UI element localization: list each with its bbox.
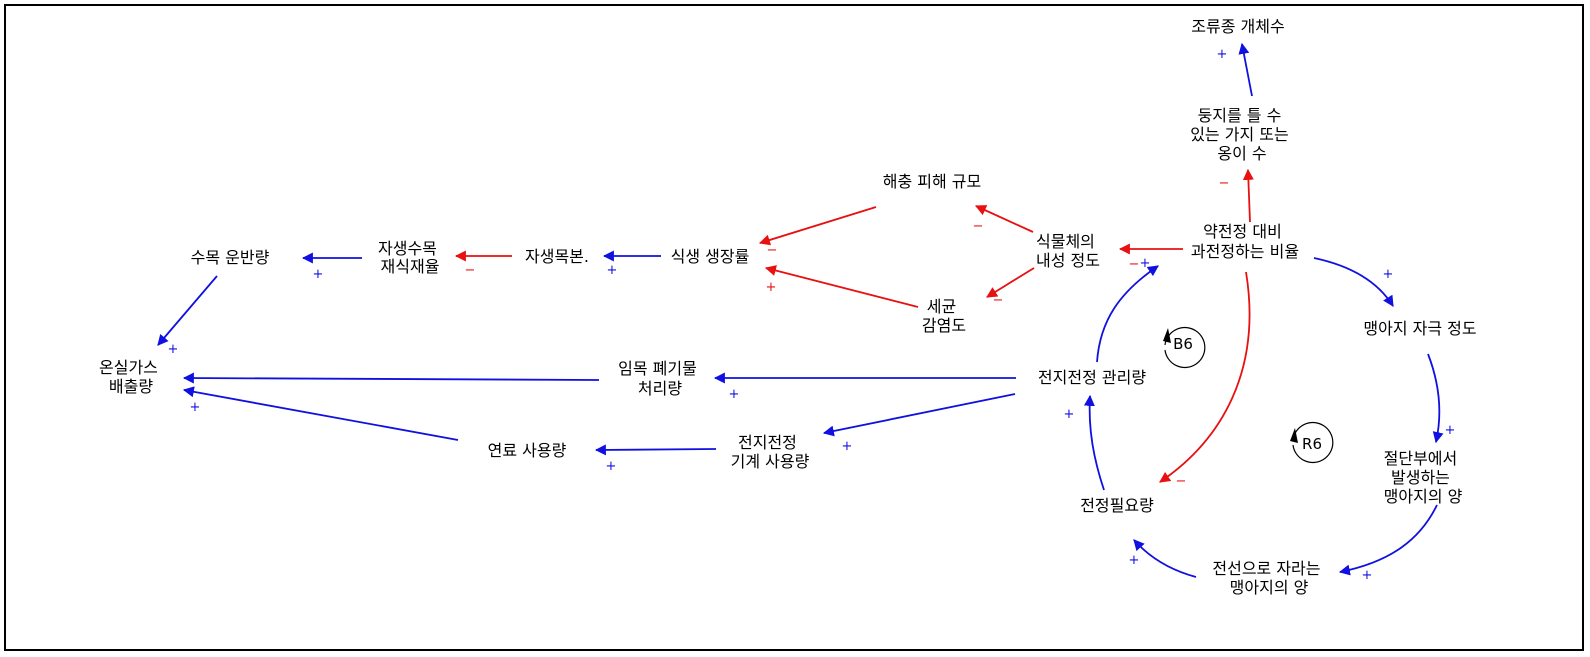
sign-cut-wire: +	[1362, 568, 1373, 583]
loop-marker-b6: B6	[1163, 326, 1206, 369]
link-tolerance-to-pest	[974, 205, 1034, 233]
link-ratio-to-need	[1159, 271, 1251, 483]
sign-machine-fuel: +	[606, 459, 617, 474]
sign-mgmt-machine: +	[842, 439, 853, 454]
link-transport-to-ghg	[157, 275, 218, 346]
link-need-to-mgmt	[1083, 394, 1105, 491]
node-ghg-emission: 온실가스 배출량	[99, 358, 163, 396]
diagram-frame	[4, 4, 1584, 651]
node-machine-use: 전지전정 기계 사용량	[731, 433, 810, 471]
loop-label-b6: B6	[1173, 335, 1193, 353]
node-pest-damage: 해충 피해 규모	[883, 172, 982, 191]
sign-fuel-ghg: +	[190, 400, 201, 415]
sign-wire-need: +	[1129, 553, 1140, 568]
link-mgmt-to-machine	[822, 393, 1016, 437]
links	[157, 42, 1444, 578]
sign-tolerance-fungal: −	[993, 293, 1004, 308]
sign-mgmt-waste: +	[729, 387, 740, 402]
node-natural-replant: 자생수목 재식재율	[378, 239, 442, 276]
node-fungal-infection: 세균 감염도	[922, 297, 966, 335]
sign-transport-ghg: +	[168, 342, 179, 357]
link-ratio-to-nest	[1242, 168, 1254, 223]
nodes: 조류종 개체수 둥지를 틀 수 있는 가지 또는 옹이 수 해충 피해 규모 약…	[99, 17, 1477, 597]
node-fuel-use: 연료 사용량	[488, 441, 567, 460]
sign-replant-transport: +	[313, 267, 324, 282]
polarity-signs: + − − + − − − + + − + + + + + + + + + + …	[168, 47, 1456, 583]
sign-tolerance-pest: −	[973, 219, 984, 234]
link-pest-to-growth	[758, 206, 877, 246]
link-wire-to-need	[1133, 539, 1197, 578]
link-cut-to-wire	[1338, 504, 1438, 576]
node-vegetation-growth: 식생 생장률	[671, 247, 750, 266]
link-nest-to-bird	[1238, 42, 1253, 97]
link-stimulus-to-cut	[1427, 353, 1444, 444]
sign-ratio-tolerance: −	[1129, 257, 1140, 272]
sign-nest-bird: +	[1217, 47, 1228, 62]
sign-ratio-nest: −	[1219, 176, 1230, 191]
node-bird-species: 조류종 개체수	[1191, 17, 1284, 36]
link-tolerance-to-fungal	[986, 267, 1035, 298]
node-tree-transport: 수목 운반량	[191, 248, 270, 267]
sign-regrowth-replant: −	[465, 263, 476, 278]
node-plant-tolerance: 식물체의 내성 정도	[1036, 232, 1100, 270]
sign-fungal-growth: +	[766, 280, 777, 295]
node-pruning-need: 전정필요량	[1080, 496, 1154, 515]
sign-mgmt-ratio: +	[1140, 256, 1151, 271]
sign-ratio-stimulus: +	[1383, 267, 1394, 282]
link-waste-to-ghg	[182, 372, 600, 384]
sign-pest-growth: −	[767, 243, 778, 258]
node-sprouts-from-cut: 절단부에서 발생하는 맹아지의 양	[1384, 449, 1463, 506]
node-wood-waste: 임목 폐기물 처리량	[618, 359, 702, 398]
link-fungal-to-growth	[764, 265, 919, 308]
link-mgmt-to-ratio	[1096, 265, 1159, 363]
node-sprout-stimulus: 맹아지 자극 정도	[1363, 319, 1476, 338]
loop-marker-r6: R6	[1290, 421, 1334, 464]
sign-stimulus-cut: +	[1445, 423, 1456, 438]
node-weak-vs-strong-ratio: 약전정 대비 과전정하는 비율	[1191, 222, 1299, 261]
link-machine-to-fuel	[594, 444, 717, 456]
sign-growth-regrowth: +	[607, 263, 618, 278]
link-fuel-to-ghg	[182, 386, 459, 441]
node-pruning-management: 전지전정 관리량	[1038, 368, 1146, 387]
sign-need-mgmt: +	[1064, 407, 1075, 422]
link-ratio-to-stimulus	[1313, 257, 1394, 307]
node-natural-regrowth: 자생목본.	[525, 247, 589, 266]
sign-ratio-need: −	[1176, 474, 1187, 489]
node-sprouts-to-wire: 전선으로 자라는 맹아지의 양	[1212, 559, 1325, 597]
loop-label-r6: R6	[1302, 435, 1322, 453]
node-nest-branches: 둥지를 틀 수 있는 가지 또는 옹이 수	[1190, 106, 1294, 163]
